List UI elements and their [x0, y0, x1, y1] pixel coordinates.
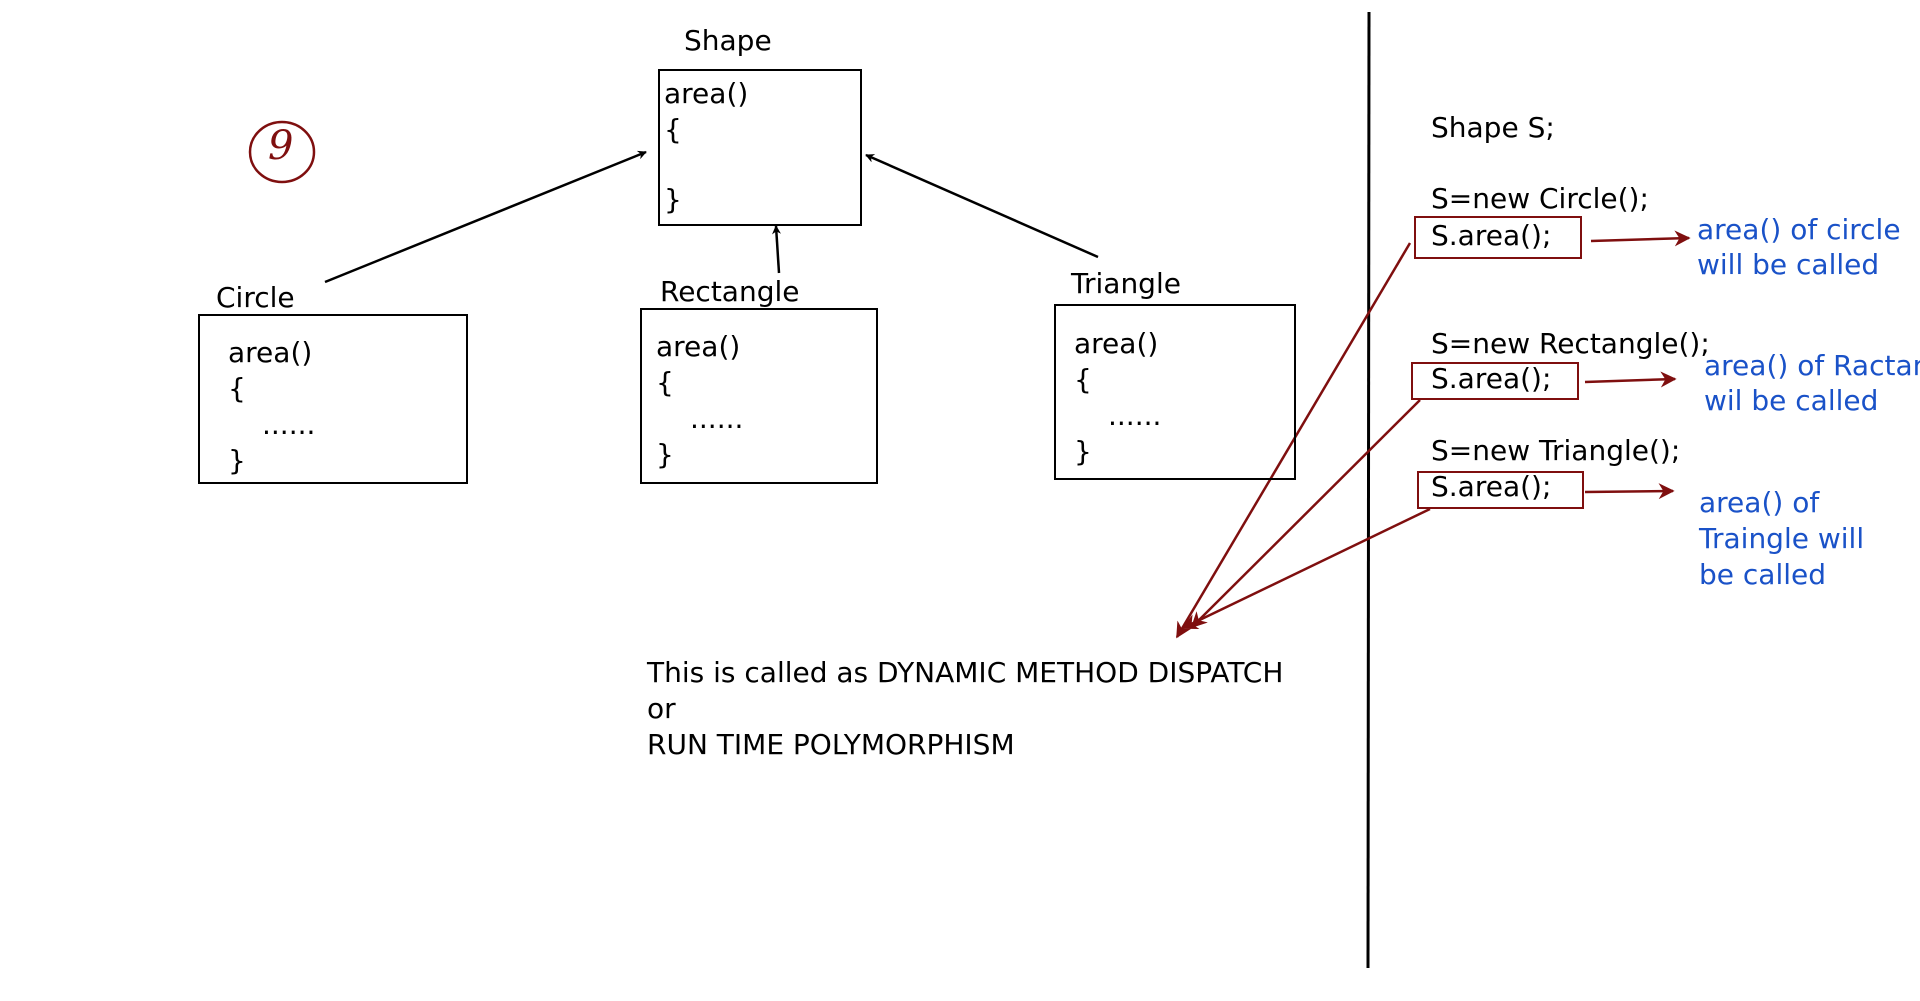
triangle-class-box — [1054, 304, 1296, 480]
page-number-circle — [248, 120, 316, 184]
rectangle-body: ...... — [690, 402, 744, 435]
circle-open-brace: { — [228, 372, 246, 405]
assign-triangle: S=new Triangle(); — [1431, 434, 1681, 467]
note-triangle-line1: area() of — [1699, 486, 1820, 519]
note-circle-line1: area() of circle — [1697, 213, 1901, 246]
circle-body: ...... — [262, 408, 316, 441]
note-triangle-line2: Traingle will — [1699, 522, 1865, 555]
assign-circle: S=new Circle(); — [1431, 182, 1649, 215]
circle-method: area() — [228, 336, 313, 369]
page-number: 9 — [268, 123, 294, 169]
shape-class-name: Shape — [684, 24, 772, 57]
rectangle-class-name: Rectangle — [660, 275, 800, 308]
circle-class-box — [198, 314, 468, 484]
call-rectangle-arrow — [1584, 371, 1677, 388]
assign-rectangle: S=new Rectangle(); — [1431, 327, 1710, 360]
call-triangle: S.area(); — [1431, 470, 1552, 503]
rectangle-to-shape-arrow — [772, 225, 782, 274]
dispatch-arrow-circle — [1175, 242, 1412, 639]
triangle-open-brace: { — [1074, 363, 1092, 396]
shape-method: area() — [664, 77, 749, 110]
triangle-method: area() — [1074, 327, 1159, 360]
rectangle-class-box — [640, 308, 878, 484]
rectangle-close-brace: } — [656, 438, 674, 471]
shape-open-brace: { — [664, 113, 682, 146]
circle-close-brace: } — [228, 444, 246, 477]
call-triangle-box — [1417, 471, 1584, 509]
conclusion-line3: RUN TIME POLYMORPHISM — [647, 728, 1015, 761]
triangle-body: ...... — [1108, 399, 1162, 432]
call-triangle-arrow — [1584, 483, 1675, 500]
circle-to-shape-arrow — [324, 150, 647, 284]
rectangle-open-brace: { — [656, 366, 674, 399]
vertical-divider — [1366, 11, 1371, 969]
shape-class-box — [658, 69, 862, 226]
call-rectangle: S.area(); — [1431, 362, 1552, 395]
call-circle-box — [1414, 216, 1582, 259]
call-rectangle-box — [1411, 362, 1579, 400]
shape-declaration: Shape S; — [1431, 111, 1555, 144]
call-circle: S.area(); — [1431, 219, 1552, 252]
circle-class-name: Circle — [216, 281, 295, 314]
conclusion-line2: or — [647, 692, 676, 725]
dispatch-arrow-triangle — [1181, 507, 1431, 630]
triangle-close-brace: } — [1074, 435, 1092, 468]
note-rectangle-line1: area() of Ractangle — [1704, 349, 1920, 382]
note-triangle-line3: be called — [1699, 558, 1827, 591]
triangle-class-name: Triangle — [1071, 267, 1181, 300]
triangle-to-shape-arrow — [865, 153, 1099, 259]
call-circle-arrow — [1590, 230, 1691, 247]
rectangle-method: area() — [656, 330, 741, 363]
dispatch-arrow-rectangle — [1190, 399, 1421, 629]
note-circle-line2: will be called — [1697, 248, 1880, 281]
note-rectangle-line2: wil be called — [1704, 384, 1879, 417]
shape-close-brace: } — [664, 183, 682, 216]
conclusion-line1: This is called as DYNAMIC METHOD DISPATC… — [647, 656, 1284, 689]
